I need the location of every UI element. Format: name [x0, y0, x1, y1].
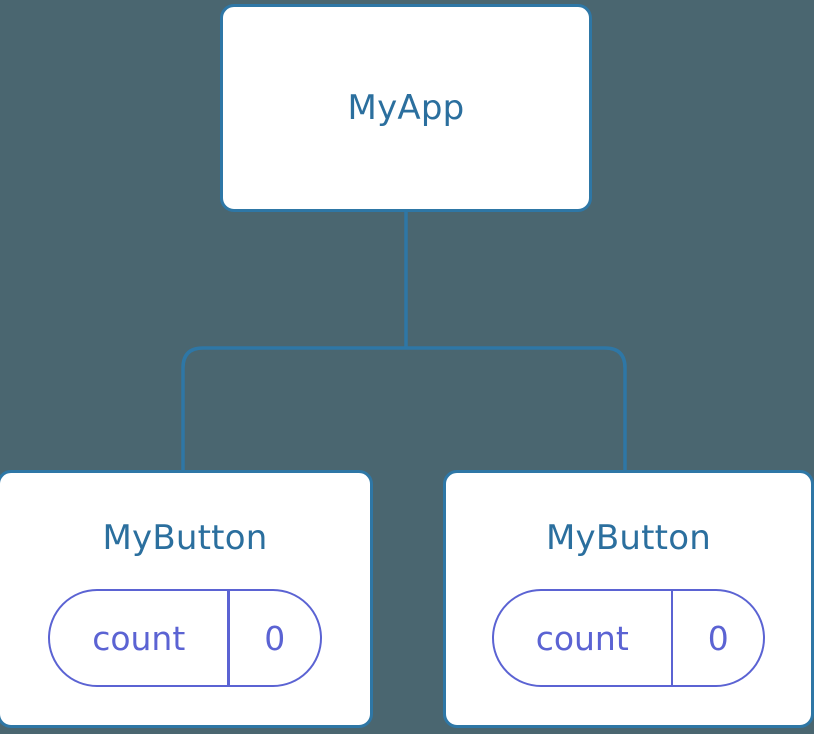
edge-root-to-child-1	[406, 346, 627, 474]
node-title: MyButton	[546, 518, 711, 558]
state-pill-divider	[227, 591, 230, 685]
state-pill[interactable]: count 0	[491, 589, 766, 687]
tree-node-root[interactable]: MyApp	[220, 4, 592, 212]
edge-root-to-child-0	[181, 346, 406, 474]
node-title: MyButton	[102, 518, 268, 558]
state-pill-divider	[670, 591, 674, 685]
tree-node-child-1[interactable]: MyButton count 0	[443, 470, 814, 728]
node-title: MyApp	[347, 88, 465, 128]
tree-node-child-0[interactable]: MyButton count 0	[0, 470, 373, 728]
state-pill-key: count	[92, 618, 186, 658]
state-pill[interactable]: count 0	[48, 589, 322, 687]
state-pill-value: 0	[264, 618, 286, 658]
state-pill-key: count	[535, 618, 629, 658]
state-pill-value: 0	[707, 618, 729, 658]
